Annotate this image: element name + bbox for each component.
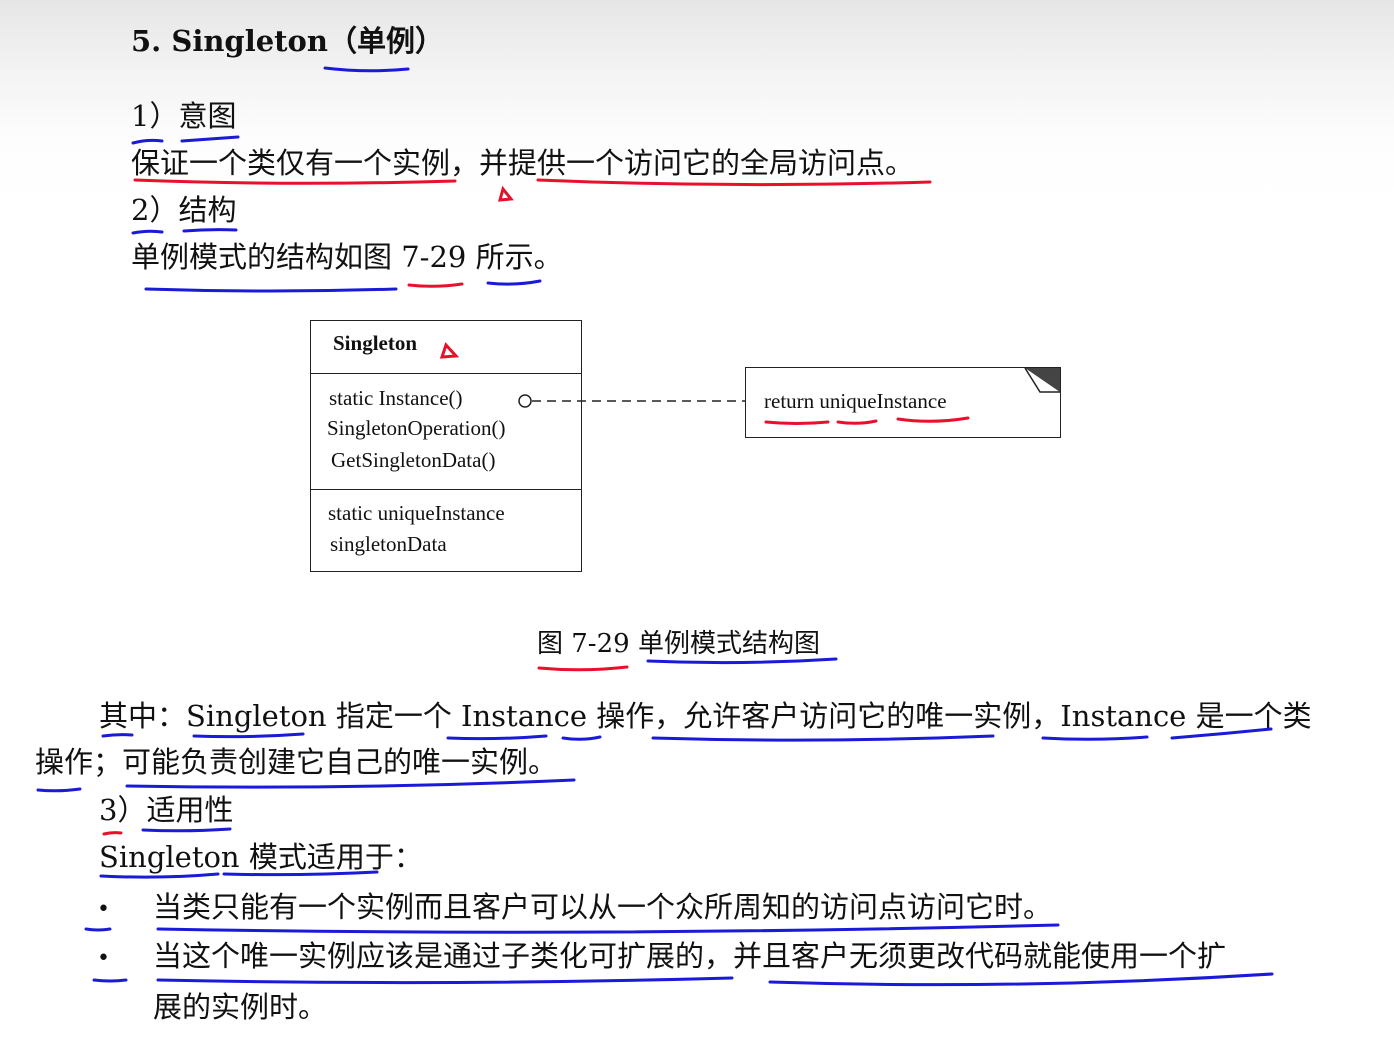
red-underline-figure-number bbox=[407, 282, 464, 288]
blue-underline-bullet-2a bbox=[156, 976, 734, 985]
blue-underline-caption bbox=[646, 657, 838, 665]
applicability-title: 3）适用性 bbox=[99, 793, 234, 827]
blue-underline-desc-5 bbox=[651, 734, 995, 742]
class-name: Singleton bbox=[333, 331, 418, 355]
bullet-text-1: 当类只能有一个实例而且客户可以从一个众所周知的访问点访问它时。 bbox=[153, 890, 1053, 924]
blue-underline-structure-number bbox=[131, 229, 164, 235]
bullet-marker-2: • bbox=[97, 946, 110, 971]
description-line-1: 其中：Singleton 指定一个 Instance 操作，允许客户访问它的唯一… bbox=[99, 699, 1312, 733]
structure-text: 单例模式的结构如图 7-29 所示。 bbox=[131, 240, 563, 274]
class-divider-1 bbox=[311, 373, 581, 374]
operation-get-singleton-data: GetSingletonData() bbox=[331, 448, 496, 472]
blue-underline-bullet-1 bbox=[156, 923, 1060, 934]
attribute-singleton-data: singletonData bbox=[330, 532, 447, 556]
blue-underline-heading bbox=[323, 66, 410, 73]
attribute-unique-instance: static uniqueInstance bbox=[328, 501, 505, 525]
intent-text: 保证一个类仅有一个实例，并提供一个访问它的全局访问点。 bbox=[131, 146, 915, 180]
intent-title: 1）意图 bbox=[131, 99, 237, 133]
blue-underline-structure-title bbox=[182, 228, 238, 233]
note-box: return uniqueInstance bbox=[745, 367, 1061, 438]
blue-underline-intent-title bbox=[180, 135, 240, 143]
blue-underline-desc-3 bbox=[446, 734, 548, 741]
applicability-intro: Singleton 模式适用于： bbox=[99, 840, 423, 874]
red-triangle-mark-1 bbox=[497, 185, 514, 202]
blue-underline-shown bbox=[486, 279, 542, 286]
blue-mark-bullet-2 bbox=[92, 978, 128, 983]
note-text: return uniqueInstance bbox=[764, 389, 947, 413]
page-title: 5. Singleton（单例） bbox=[131, 24, 444, 58]
description-line-2: 操作；可能负责创建它自己的唯一实例。 bbox=[35, 745, 558, 779]
blue-underline-desc-2 bbox=[192, 732, 305, 739]
structure-title: 2）结构 bbox=[131, 193, 237, 227]
blue-underline-desc-1 bbox=[101, 733, 134, 738]
blue-underline-desc-9 bbox=[125, 778, 576, 789]
red-mark-applicability bbox=[102, 831, 123, 836]
operation-instance: static Instance() bbox=[329, 386, 463, 410]
blue-underline-intent-number bbox=[131, 138, 164, 145]
red-underline-caption bbox=[537, 665, 629, 672]
red-underline-intent-1 bbox=[133, 178, 457, 185]
bullet-text-2: 当这个唯一实例应该是通过子类化可扩展的，并且客户无须更改代码就能使用一个扩 bbox=[153, 939, 1227, 973]
blue-underline-applicability bbox=[141, 827, 232, 833]
figure-caption: 图 7-29 单例模式结构图 bbox=[537, 629, 820, 659]
blue-underline-intro-1 bbox=[99, 872, 220, 879]
blue-underline-desc-4 bbox=[561, 735, 602, 741]
class-divider-2 bbox=[311, 489, 581, 490]
blue-mark-bullet-1 bbox=[84, 927, 112, 932]
blue-underline-structure-text bbox=[144, 287, 398, 293]
bullet-marker-1: • bbox=[97, 897, 110, 922]
blue-underline-desc-8 bbox=[36, 787, 82, 793]
red-underline-intent-2 bbox=[536, 178, 932, 187]
blue-underline-bullet-2b bbox=[768, 972, 1274, 987]
bullet-text-2-continued: 展的实例时。 bbox=[153, 990, 328, 1024]
singleton-class-box: Singleton static Instance() SingletonOpe… bbox=[310, 320, 582, 572]
operation-singleton-operation: SingletonOperation() bbox=[327, 416, 506, 440]
blue-underline-desc-6 bbox=[1041, 735, 1149, 741]
